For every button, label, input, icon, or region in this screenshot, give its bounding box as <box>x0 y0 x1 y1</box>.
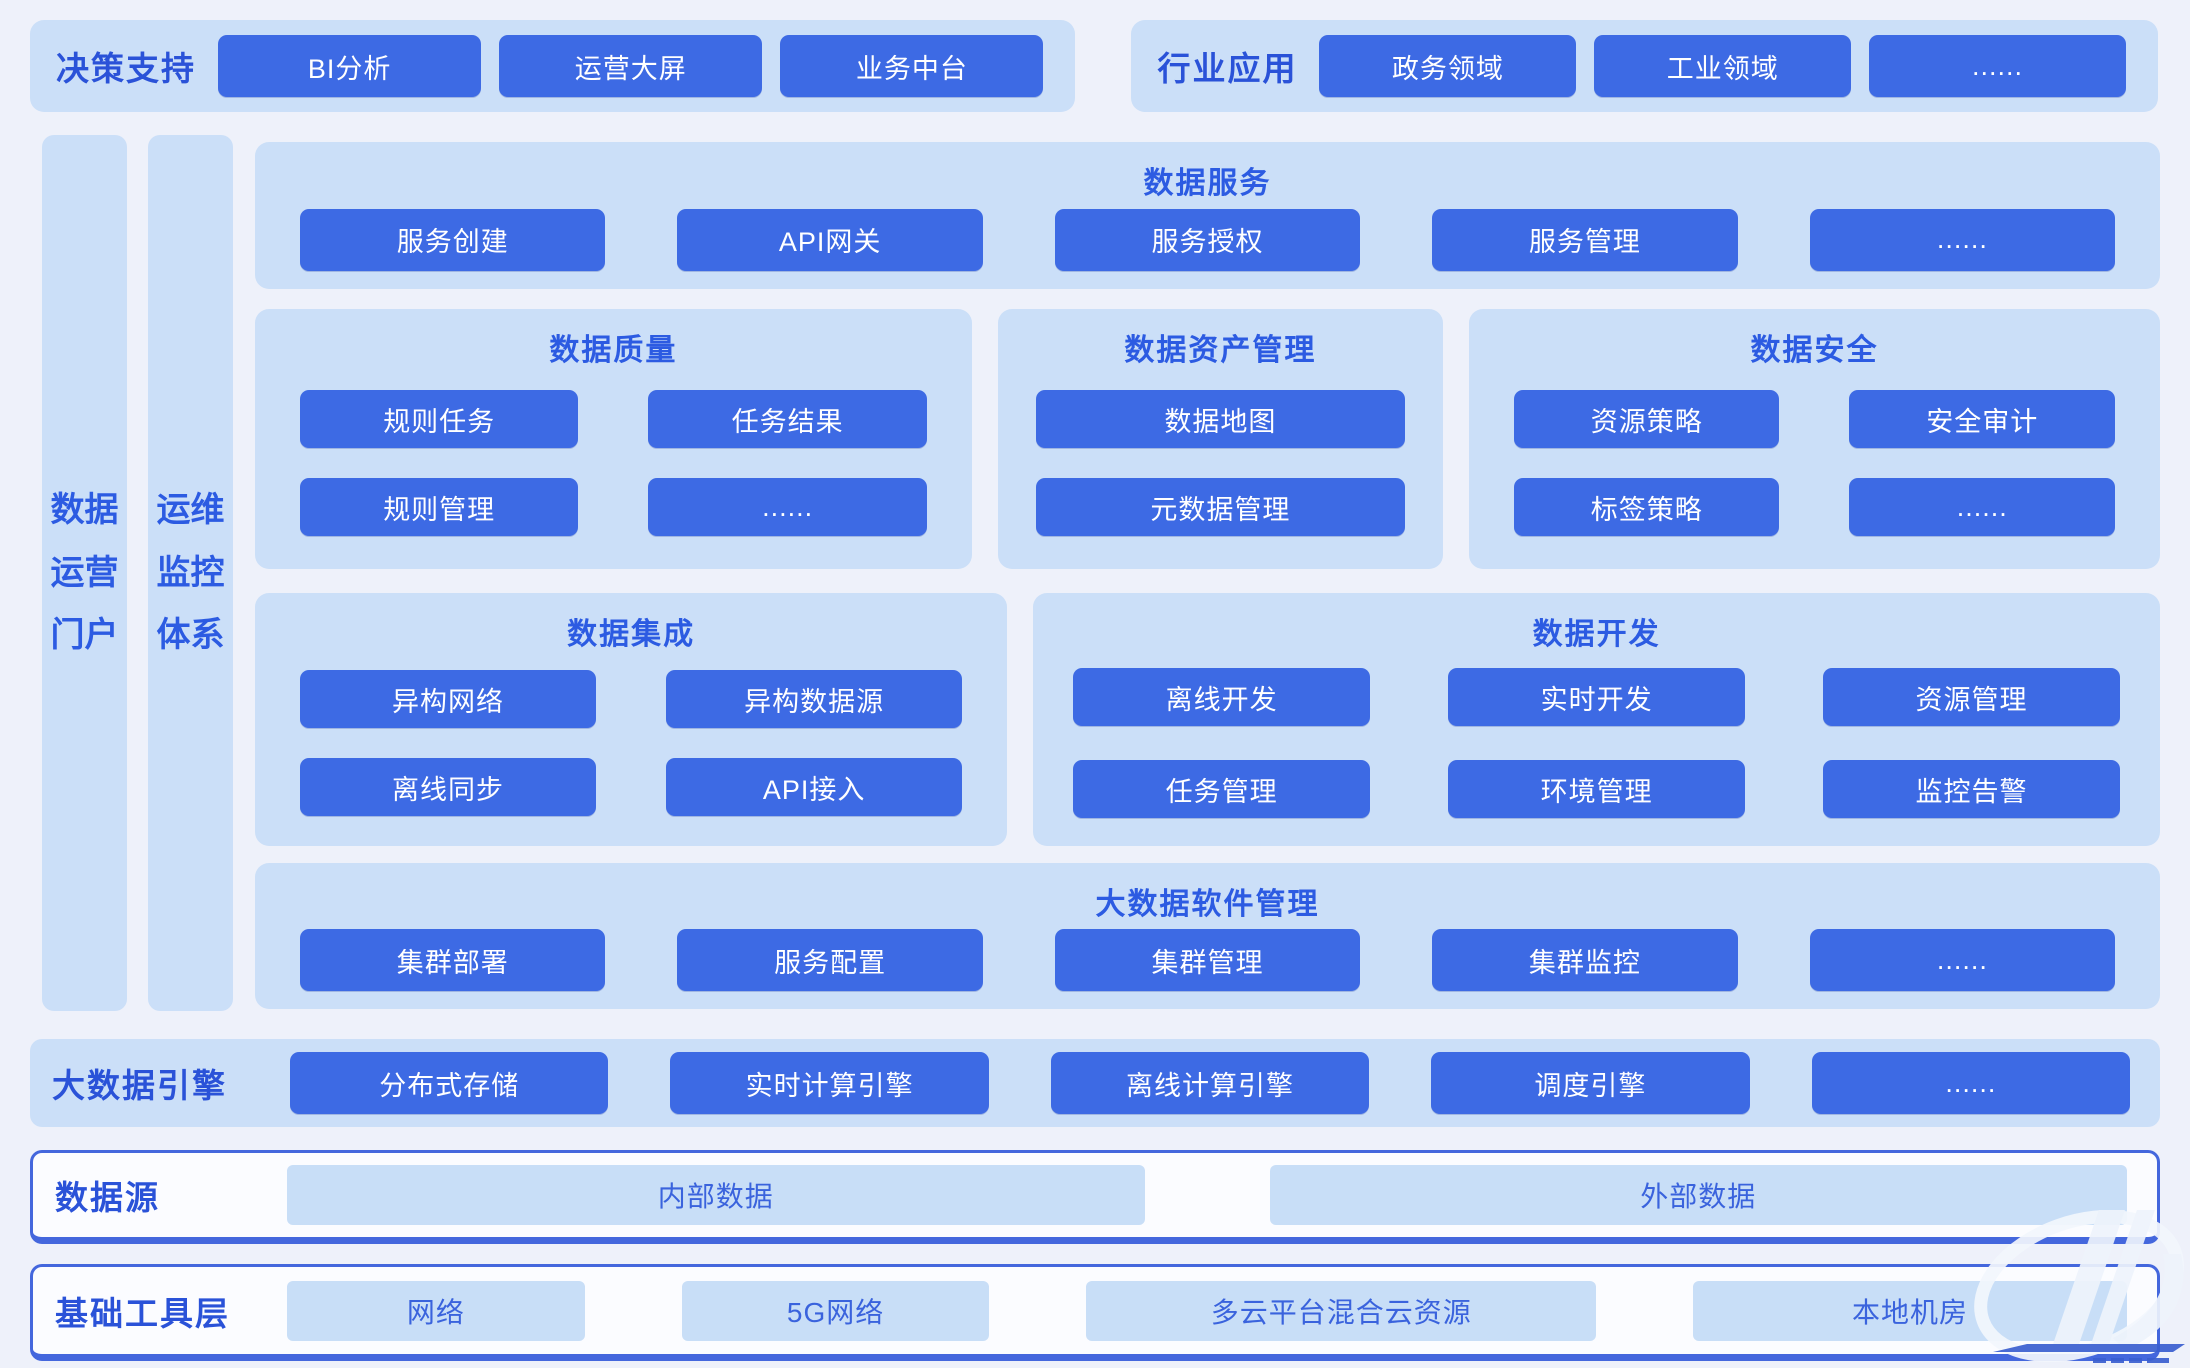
bi-analysis-button[interactable]: BI分析 <box>218 35 482 97</box>
api-gateway-button[interactable]: API网关 <box>677 208 983 271</box>
heterogeneous-network-button[interactable]: 异构网络 <box>300 670 597 729</box>
middle-row: 数据质量 规则任务 任务结果 规则管理 ...... 数据资产管理 数据地图 元… <box>255 309 2160 569</box>
cluster-monitoring-button[interactable]: 集群监控 <box>1432 929 1738 991</box>
offline-compute-engine-button[interactable]: 离线计算引擎 <box>1050 1052 1370 1114</box>
industry-application-buttons: 政务领域 工业领域 ...... <box>1319 35 2126 97</box>
distributed-storage-button[interactable]: 分布式存储 <box>290 1052 609 1114</box>
top-row: 决策支持 BI分析 运营大屏 业务中台 行业应用 政务领域 工业领域 .....… <box>30 20 2158 112</box>
resource-policy-button[interactable]: 资源策略 <box>1513 390 1780 448</box>
bigdata-engine-label: 大数据引擎 <box>52 1067 227 1104</box>
data-services-section: 数据服务 服务创建 API网关 服务授权 服务管理 ...... <box>255 142 2160 290</box>
main-column: 数据服务 服务创建 API网关 服务授权 服务管理 ...... 数据质量 规则… <box>255 142 2160 1009</box>
internal-data-button[interactable]: 内部数据 <box>287 1165 1145 1225</box>
data-asset-buttons: 数据地图 元数据管理 <box>1035 375 1405 551</box>
industry-application-panel: 行业应用 政务领域 工业领域 ...... <box>1131 20 2158 112</box>
decision-support-panel: 决策支持 BI分析 运营大屏 业务中台 <box>30 20 1076 112</box>
government-domain-button[interactable]: 政务领域 <box>1319 35 1577 97</box>
service-configuration-button[interactable]: 服务配置 <box>677 929 983 991</box>
external-data-button[interactable]: 外部数据 <box>1269 1165 2127 1225</box>
bigdata-software-buttons: 集群部署 服务配置 集群管理 集群监控 ...... <box>300 929 2116 991</box>
decision-support-label: 决策支持 <box>56 50 196 87</box>
bigdata-software-management-section: 大数据软件管理 集群部署 服务配置 集群管理 集群监控 ...... <box>255 863 2160 1009</box>
industrial-domain-button[interactable]: 工业领域 <box>1594 35 1852 97</box>
metadata-management-button[interactable]: 元数据管理 <box>1035 478 1405 536</box>
infrastructure-buttons: 网络 5G网络 多云平台混合云资源 本地机房 <box>287 1280 2127 1341</box>
data-services-title: 数据服务 <box>1143 167 1272 200</box>
business-middle-platform-button[interactable]: 业务中台 <box>780 35 1044 97</box>
security-audit-button[interactable]: 安全审计 <box>1849 390 2115 448</box>
services-more-button[interactable]: ...... <box>1809 208 2116 271</box>
realtime-compute-engine-button[interactable]: 实时计算引擎 <box>670 1052 989 1114</box>
service-management-button[interactable]: 服务管理 <box>1432 208 1738 271</box>
heterogeneous-datasource-button[interactable]: 异构数据源 <box>666 670 963 729</box>
data-integration-title: 数据集成 <box>567 617 696 651</box>
ops-monitoring-system-label: 运维 监控 体系 <box>156 490 225 655</box>
5g-network-button[interactable]: 5G网络 <box>681 1280 990 1341</box>
bigdata-software-management-title: 大数据软件管理 <box>1095 888 1320 921</box>
data-security-buttons: 资源策略 安全审计 标签策略 ...... <box>1513 375 2115 551</box>
data-source-buttons: 内部数据 外部数据 <box>287 1165 2127 1225</box>
data-development-section: 数据开发 离线开发 实时开发 资源管理 任务管理 环境管理 监控告警 <box>1033 592 2160 846</box>
industry-more-button[interactable]: ...... <box>1869 35 2126 97</box>
cluster-deployment-button[interactable]: 集群部署 <box>300 929 606 991</box>
bigdata-engine-buttons: 分布式存储 实时计算引擎 离线计算引擎 调度引擎 ...... <box>290 1052 2131 1114</box>
infrastructure-layer-band: 基础工具层 网络 5G网络 多云平台混合云资源 本地机房 <box>30 1264 2160 1361</box>
development-row: 数据集成 异构网络 异构数据源 离线同步 API接入 数据开发 离线开发 实时开… <box>255 592 2160 846</box>
data-quality-section: 数据质量 规则任务 任务结果 规则管理 ...... <box>255 309 972 569</box>
cluster-management-button[interactable]: 集群管理 <box>1054 929 1361 991</box>
scheduling-engine-button[interactable]: 调度引擎 <box>1431 1052 1750 1114</box>
multi-cloud-hybrid-resources-button[interactable]: 多云平台混合云资源 <box>1086 1280 1597 1341</box>
environment-management-button[interactable]: 环境管理 <box>1448 760 1746 819</box>
data-operations-portal-label: 数据 运营 门户 <box>50 490 119 655</box>
offline-sync-button[interactable]: 离线同步 <box>300 758 597 817</box>
software-more-button[interactable]: ...... <box>1809 929 2116 991</box>
realtime-development-button[interactable]: 实时开发 <box>1448 668 1746 727</box>
service-authorization-button[interactable]: 服务授权 <box>1054 208 1361 271</box>
task-result-button[interactable]: 任务结果 <box>648 390 927 448</box>
service-creation-button[interactable]: 服务创建 <box>300 208 606 271</box>
data-asset-management-section: 数据资产管理 数据地图 元数据管理 <box>997 309 1443 569</box>
resource-management-button[interactable]: 资源管理 <box>1823 668 2120 727</box>
data-map-button[interactable]: 数据地图 <box>1035 390 1405 448</box>
operations-dashboard-button[interactable]: 运营大屏 <box>499 35 763 97</box>
data-integration-section: 数据集成 异构网络 异构数据源 离线同步 API接入 <box>255 592 1008 846</box>
data-source-label: 数据源 <box>55 1179 160 1216</box>
data-development-buttons: 离线开发 实时开发 资源管理 任务管理 环境管理 监控告警 <box>1073 659 2120 828</box>
label-policy-button[interactable]: 标签策略 <box>1513 478 1780 536</box>
network-button[interactable]: 网络 <box>287 1280 585 1341</box>
local-datacenter-button[interactable]: 本地机房 <box>1693 1280 2127 1341</box>
monitoring-alert-button[interactable]: 监控告警 <box>1823 760 2120 819</box>
data-operations-portal-bar: 数据 运营 门户 <box>42 135 127 1011</box>
data-quality-title: 数据质量 <box>549 334 678 368</box>
security-more-button[interactable]: ...... <box>1849 478 2115 536</box>
industry-application-label: 行业应用 <box>1157 50 1298 87</box>
rule-task-button[interactable]: 规则任务 <box>300 390 579 448</box>
data-asset-management-title: 数据资产管理 <box>1124 334 1317 368</box>
infrastructure-layer-label: 基础工具层 <box>55 1294 230 1332</box>
offline-development-button[interactable]: 离线开发 <box>1073 668 1371 727</box>
bigdata-engine-band: 大数据引擎 分布式存储 实时计算引擎 离线计算引擎 调度引擎 ...... <box>30 1039 2160 1127</box>
engine-more-button[interactable]: ...... <box>1811 1052 2131 1114</box>
data-security-section: 数据安全 资源策略 安全审计 标签策略 ...... <box>1468 309 2160 569</box>
quality-more-button[interactable]: ...... <box>648 478 927 536</box>
data-quality-buttons: 规则任务 任务结果 规则管理 ...... <box>300 375 927 551</box>
data-integration-buttons: 异构网络 异构数据源 离线同步 API接入 <box>300 659 963 828</box>
data-development-title: 数据开发 <box>1532 617 1661 651</box>
data-source-band: 数据源 内部数据 外部数据 <box>30 1150 2160 1244</box>
data-security-title: 数据安全 <box>1750 334 1879 368</box>
api-access-button[interactable]: API接入 <box>666 758 963 817</box>
data-services-buttons: 服务创建 API网关 服务授权 服务管理 ...... <box>300 208 2116 271</box>
ops-monitoring-system-bar: 运维 监控 体系 <box>148 135 233 1011</box>
decision-support-buttons: BI分析 运营大屏 业务中台 <box>218 35 1044 97</box>
rule-management-button[interactable]: 规则管理 <box>300 478 579 536</box>
task-management-button[interactable]: 任务管理 <box>1073 760 1371 819</box>
